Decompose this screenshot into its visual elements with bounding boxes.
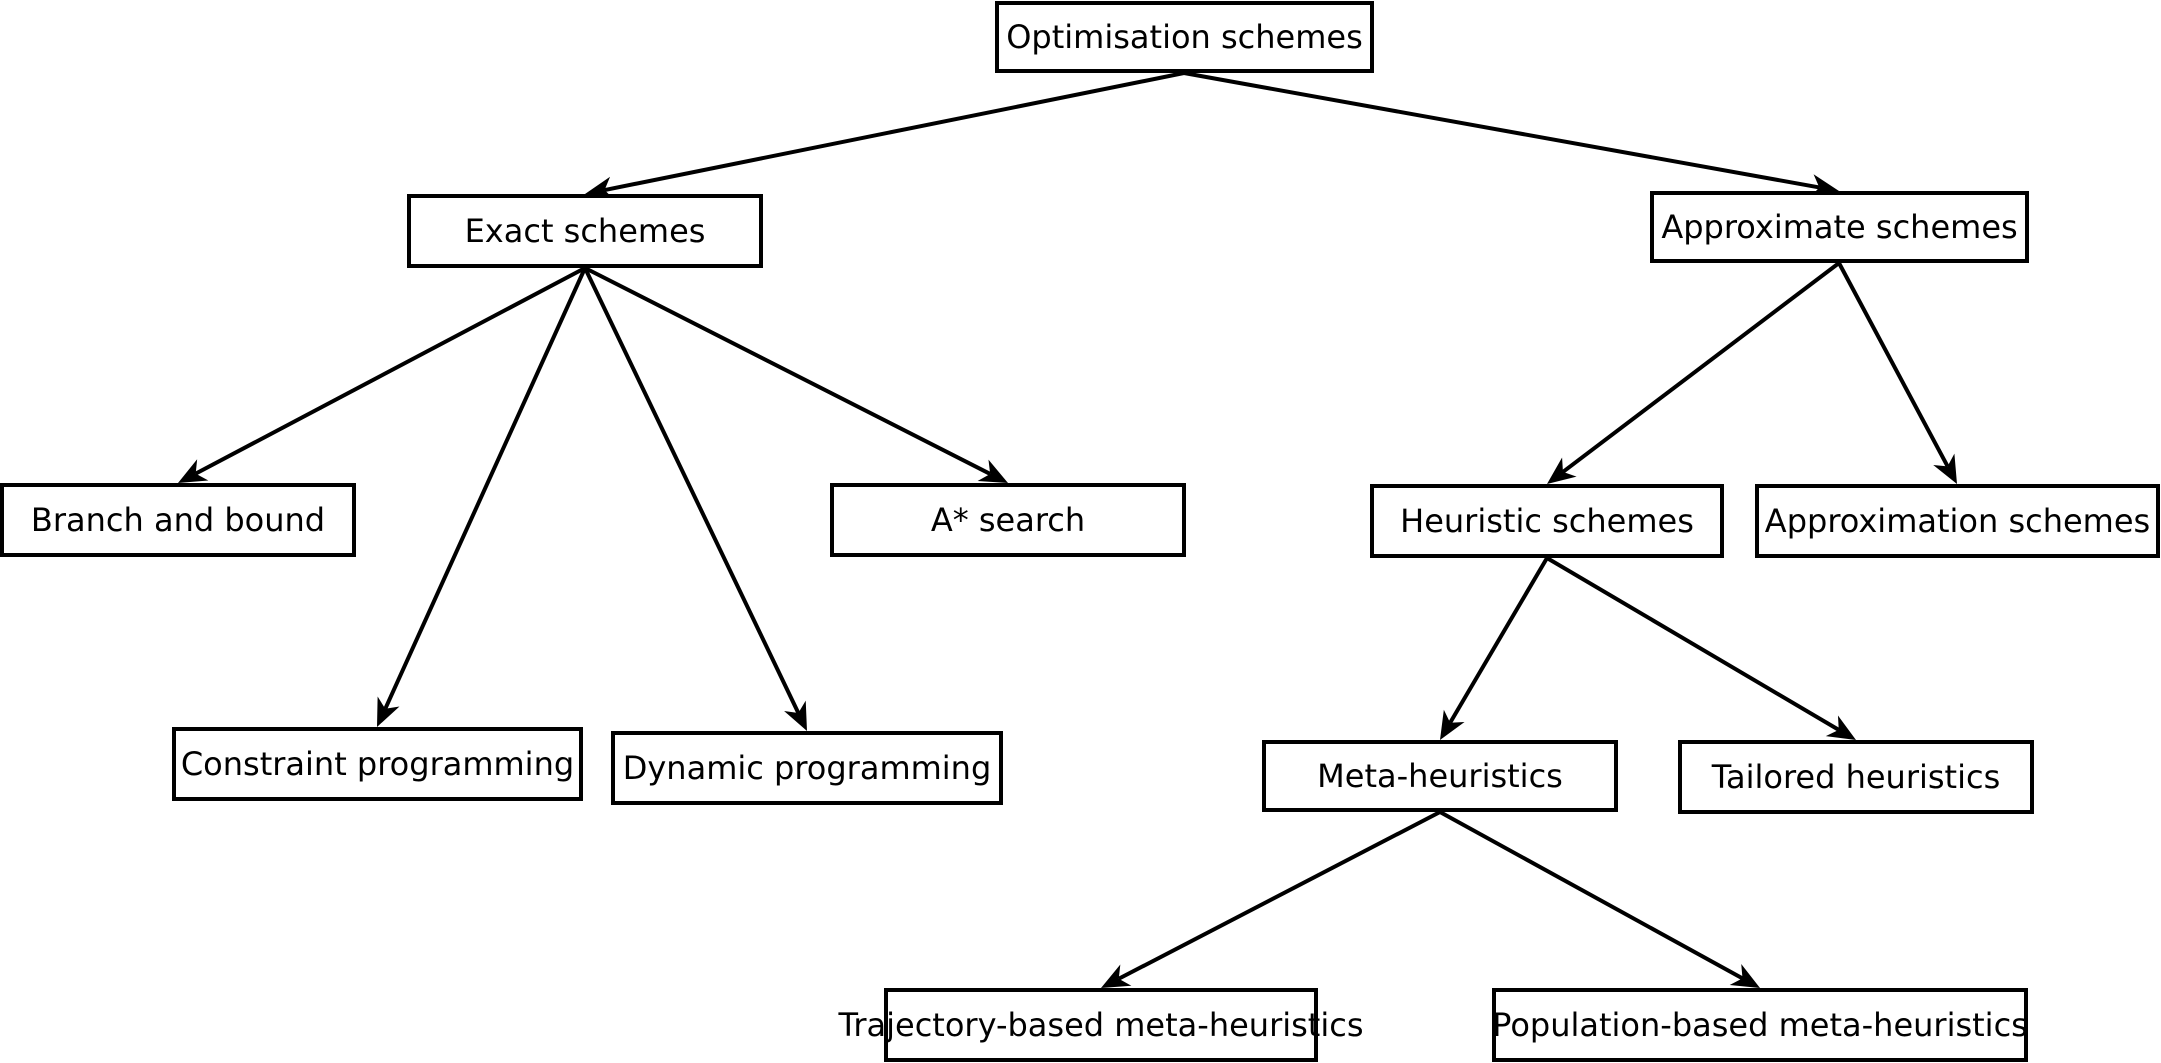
arrowhead-icon [1101,964,1132,988]
edge-line [194,266,586,476]
node-exact-schemes: Exact schemes [407,194,763,268]
edge-line [1545,556,1840,732]
node-label: Optimisation schemes [1006,18,1363,56]
node-label: Branch and bound [31,501,325,539]
edge-line [1561,261,1841,474]
edge-approximate-to-approximation [1837,262,1957,484]
edge-optimisation-to-exact [585,71,1185,201]
node-meta-heuristics: Meta-heuristics [1262,740,1618,812]
arrowhead-icon [1933,453,1957,484]
arrowhead-icon [1729,963,1760,988]
edge-meta-to-population [1439,810,1760,988]
edge-line [1117,810,1441,981]
node-tailored-heuristics: Tailored heuristics [1678,740,2034,814]
arrowhead-icon [1440,709,1465,740]
node-constraint-programming: Constraint programming [172,727,583,801]
node-label: Tailored heuristics [1711,758,2001,796]
edge-line [1183,71,1820,190]
edge-meta-to-trajectory [1101,810,1441,988]
node-label: A* search [931,501,1085,539]
arrowhead-icon [784,700,807,731]
node-branch-and-bound: Branch and bound [0,483,356,557]
arrowhead-icon [1547,457,1577,484]
node-label: Population-based meta-heuristics [1492,1006,2028,1044]
node-label: Trajectory-based meta-heuristics [838,1006,1364,1044]
edge-line [583,267,801,714]
edge-heuristic-to-meta [1440,556,1549,740]
edge-approximate-to-heuristic [1547,261,1841,484]
node-approximate-schemes: Approximate schemes [1650,191,2029,263]
node-dynamic-programming: Dynamic programming [611,731,1003,805]
node-label: Approximate schemes [1661,208,2017,246]
node-a-star-search: A* search [830,483,1186,557]
node-label: Heuristic schemes [1400,502,1694,540]
edge-line [1837,262,1950,468]
node-population-based-meta-heuristics: Population-based meta-heuristics [1492,988,2028,1062]
node-label: Meta-heuristics [1317,757,1563,795]
node-label: Exact schemes [465,212,706,250]
arrowhead-icon [1825,715,1856,740]
edge-exact-to-constraint [377,267,587,727]
edge-line [383,267,587,710]
edge-exact-to-branch_bound [178,266,586,483]
edge-exact-to-dynamic [583,267,807,731]
arrowhead-icon [178,459,209,483]
node-trajectory-based-meta-heuristics: Trajectory-based meta-heuristics [838,988,1364,1062]
arrowhead-icon [377,696,400,727]
edge-exact-to-a_star [584,266,1008,483]
edge-line [1439,810,1744,981]
node-label: Dynamic programming [623,749,992,787]
edge-line [604,71,1185,193]
edge-optimisation-to-approximate [1183,71,1839,198]
edge-line [584,266,992,476]
node-heuristic-schemes: Heuristic schemes [1370,484,1724,558]
arrowhead-icon [977,459,1008,483]
node-optimisation-schemes: Optimisation schemes [995,1,1374,73]
node-label: Constraint programming [181,745,574,783]
node-approximation-schemes: Approximation schemes [1755,484,2160,558]
node-label: Approximation schemes [1765,502,2150,540]
edges-layer [178,71,1957,988]
edge-heuristic-to-tailored [1545,556,1856,740]
edge-line [1448,556,1549,724]
